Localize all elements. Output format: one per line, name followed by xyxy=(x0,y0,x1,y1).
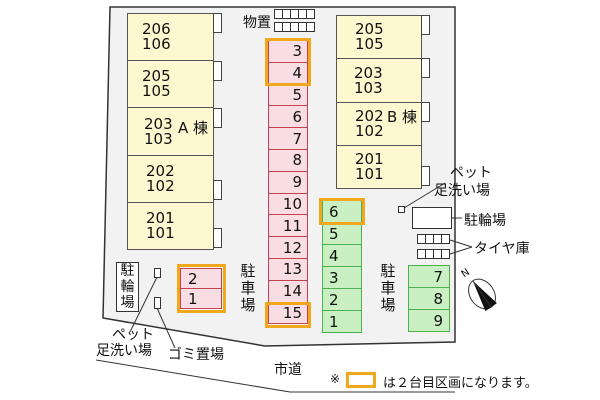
second-space-marker xyxy=(265,38,311,86)
bike-parking-left: 駐輪場 xyxy=(116,262,139,312)
parking-space: 7 xyxy=(268,127,308,150)
pet-label-bottom: 足洗い場 xyxy=(96,343,152,359)
parking-space: 5 xyxy=(322,222,362,245)
legend-text: は２台目区画になります。 xyxy=(383,376,538,391)
tire-label: タイヤ庫 xyxy=(474,241,530,257)
pet-label-bottom: 足洗い場 xyxy=(434,183,490,199)
parking-space: 6 xyxy=(268,105,308,129)
parking-space: 5 xyxy=(268,83,308,107)
parking-space: 1 xyxy=(322,310,362,333)
parking-space: 7 xyxy=(408,265,450,288)
parking-space: 8 xyxy=(408,287,450,310)
parking-space: 8 xyxy=(268,149,308,172)
garbage-label: ゴミ置場 xyxy=(168,347,224,363)
parking-space: 13 xyxy=(268,258,308,281)
parking-space: 10 xyxy=(268,192,308,216)
pet-label-top: ペット xyxy=(450,165,492,181)
bike-shed xyxy=(412,207,452,229)
road-line xyxy=(95,359,455,393)
road-label: 市道 xyxy=(274,362,302,378)
tire-storage-boxes xyxy=(417,234,450,259)
parking-space: 9 xyxy=(268,170,308,194)
legend-mark: ※ xyxy=(330,372,341,386)
compass-icon xyxy=(468,278,497,312)
parking-label: 駐車場 xyxy=(240,262,256,314)
parking-space: 2 xyxy=(322,288,362,311)
parking-space: 4 xyxy=(322,244,362,267)
second-space-marker xyxy=(177,264,226,313)
bike-label: 駐輪場 xyxy=(464,213,506,229)
parking-label: 駐車場 xyxy=(380,262,396,314)
pet-wash-marker xyxy=(398,206,405,213)
storage-label: 物置 xyxy=(243,15,271,31)
building-b-label: B 棟 xyxy=(387,108,418,126)
parking-space: 12 xyxy=(268,236,308,259)
building-a-label: A 棟 xyxy=(178,119,209,137)
storage-boxes xyxy=(274,9,315,32)
parking-space: 3 xyxy=(322,266,362,289)
garbage-marker xyxy=(154,297,161,309)
second-space-marker xyxy=(319,198,365,225)
pet-wash-marker xyxy=(154,268,161,278)
second-space-marker xyxy=(265,302,311,328)
legend-swatch xyxy=(346,372,376,388)
parking-space: 1 xyxy=(180,288,222,309)
pet-label-top: ペット xyxy=(112,327,154,343)
parking-space: 15 xyxy=(268,301,308,325)
parking-space: 11 xyxy=(268,214,308,238)
parking-space: 9 xyxy=(408,309,450,332)
parking-space: 14 xyxy=(268,279,308,303)
